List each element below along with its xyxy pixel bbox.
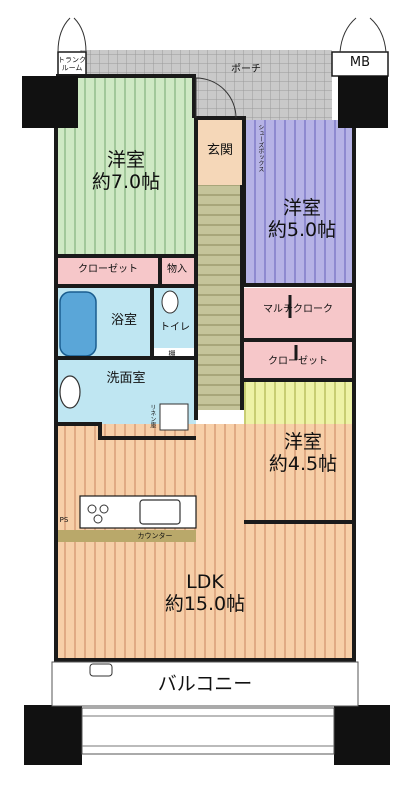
balcony-label: バルコニー (157, 673, 253, 695)
sink-icon (139, 499, 181, 525)
stove-burner-icon (99, 504, 109, 514)
closet-top-label: クローゼット (78, 264, 138, 275)
closet-top (56, 258, 160, 284)
closet-mid (244, 342, 354, 380)
shoes-box-label: シューズボックス (256, 124, 264, 172)
ac-unit-icon (89, 663, 113, 677)
mb-box (331, 51, 389, 77)
trunk-door-swing (57, 17, 87, 53)
western-room-5 (244, 120, 354, 285)
ldk-floor-lower (56, 522, 354, 660)
entrance-floor (196, 120, 242, 185)
pillar (22, 76, 78, 128)
mb-label: MB (349, 55, 371, 70)
shelf-label: 棚 (168, 350, 176, 358)
room-size: 約4.5帖 (268, 452, 338, 475)
room-size: 約5.0帖 (267, 218, 337, 241)
balcony-rail (81, 707, 335, 755)
bathtub-icon (59, 291, 97, 357)
room-label-ldk: LDK 約15.0帖 (150, 571, 260, 616)
storage-box (160, 258, 194, 284)
linen-label: リネン庫 (148, 404, 156, 428)
entrance-door-swing (195, 77, 237, 119)
room-label-western-5: 洋室 約5.0帖 (260, 197, 344, 242)
room-name: 洋室 (283, 431, 322, 453)
ps-label: PS (59, 516, 69, 524)
washbasin-icon (59, 375, 81, 409)
room-size: 約15.0帖 (164, 592, 246, 615)
bath-label: 浴室 (110, 313, 137, 328)
washroom-label: 洗面室 (106, 371, 146, 386)
room-name: 洋室 (106, 149, 145, 171)
room-name: 洋室 (282, 197, 321, 219)
washing-machine-icon (159, 403, 189, 431)
storage-label: 物入 (167, 264, 187, 275)
closet-mid-label: クローゼット (268, 356, 328, 367)
entrance-label: 玄関 (206, 143, 233, 158)
counter-bar (56, 530, 196, 542)
counter-label: カウンター (137, 532, 173, 540)
hallway-floor (196, 185, 242, 410)
toilet-label: トイレ (160, 322, 190, 333)
toilet-bowl-icon (161, 290, 179, 314)
room-label-western-7: 洋室 約7.0帖 (86, 149, 166, 194)
mb-door-swing (339, 17, 387, 53)
multi-cloak (244, 288, 354, 340)
room-size: 約7.0帖 (91, 170, 161, 193)
trunk-room (57, 51, 87, 77)
room-label-western-45: 洋室 約4.5帖 (258, 431, 348, 476)
western-room-7 (56, 78, 194, 256)
porch-label: ポーチ (231, 64, 261, 75)
pillar (24, 705, 82, 765)
trunk-room-label: トランク ルーム (58, 56, 86, 73)
multi-cloak-label: マルチクローク (263, 304, 333, 315)
stove-burner-icon (87, 504, 97, 514)
pillar (338, 76, 388, 128)
stove-burner-icon (93, 514, 103, 524)
room-name: LDK (186, 571, 224, 593)
pillar (334, 705, 390, 765)
walls (54, 74, 356, 662)
